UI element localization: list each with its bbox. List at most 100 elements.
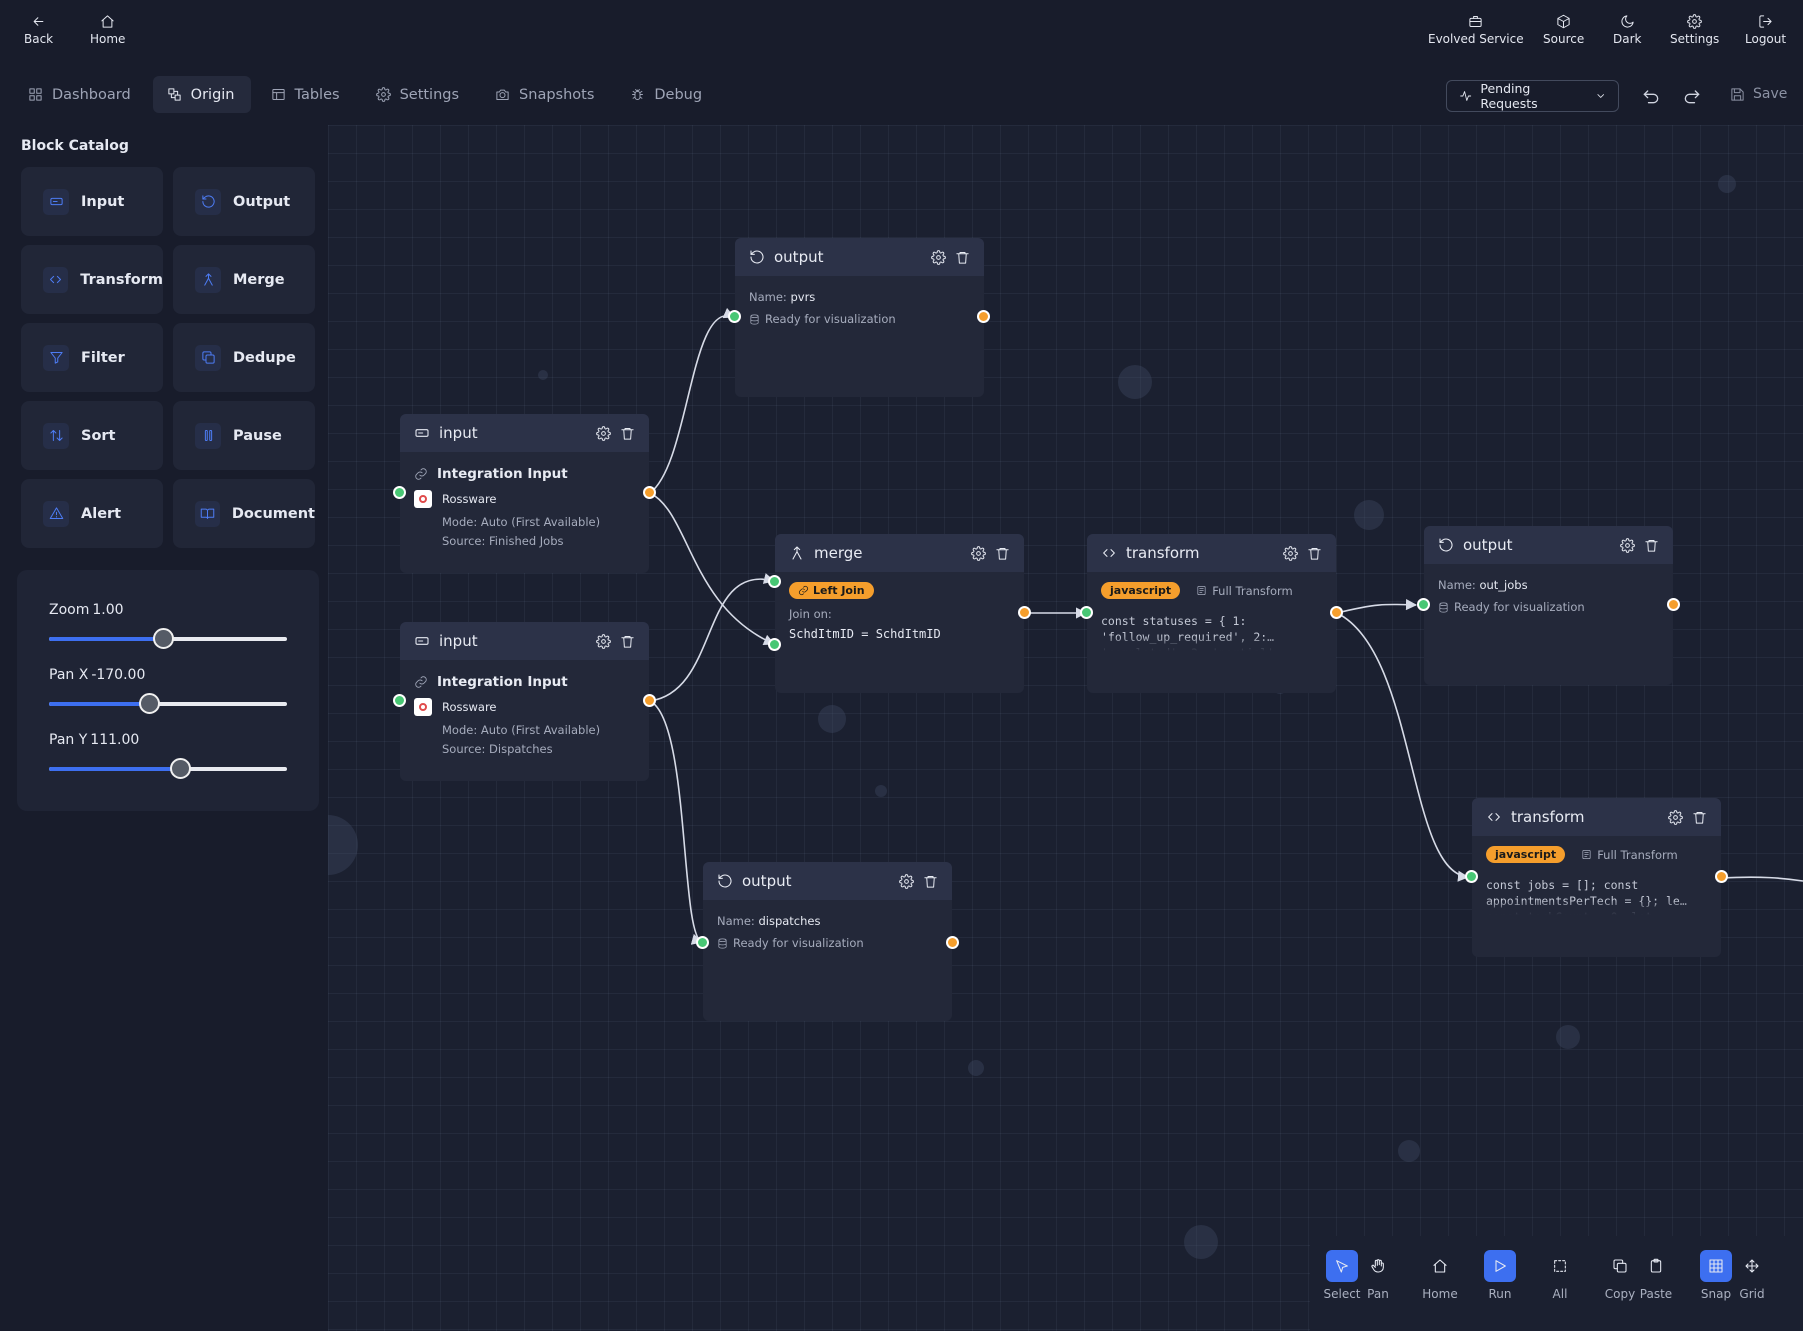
output-node-pvrs[interactable]: output Name: pvrs Ready for visualizatio…: [728, 238, 990, 397]
trash-icon[interactable]: [1644, 538, 1659, 553]
input-port[interactable]: [728, 310, 741, 323]
tab-snapshots[interactable]: Snapshots: [481, 76, 610, 113]
flow-canvas[interactable]: output Name: pvrs Ready for visualizatio…: [328, 125, 1803, 1331]
select-tool-button[interactable]: Select: [1322, 1250, 1362, 1301]
dark-mode-button[interactable]: Dark: [1613, 14, 1641, 46]
settings-button[interactable]: Settings: [1670, 14, 1719, 46]
pending-requests-dropdown[interactable]: Pending Requests: [1446, 80, 1619, 112]
output-port[interactable]: [977, 310, 990, 323]
block-transform[interactable]: Transform: [21, 245, 163, 314]
input-port[interactable]: [393, 694, 406, 707]
edge-input-dispatches-to-output-dispatches[interactable]: [649, 700, 704, 945]
zoom-slider-thumb[interactable]: [153, 628, 175, 649]
block-merge[interactable]: Merge: [173, 245, 315, 314]
pan-x-value: -170.00: [91, 667, 146, 683]
input-port-left[interactable]: [768, 575, 781, 588]
input-node-dispatches[interactable]: input Integration Input Rossware Mode: A…: [393, 622, 656, 781]
arrow-left-icon: [33, 17, 44, 26]
transform-node-2[interactable]: transform javascript Full Transform cons…: [1465, 798, 1728, 957]
output-port[interactable]: [1330, 606, 1343, 619]
edge-transform-2-outgoing[interactable]: [1720, 876, 1803, 882]
link-icon: [798, 585, 809, 596]
output-node-dispatches[interactable]: output Name: dispatches Ready for visual…: [696, 862, 959, 1021]
tab-settings[interactable]: Settings: [362, 76, 475, 113]
tab-debug[interactable]: Debug: [616, 76, 718, 113]
output-port[interactable]: [643, 694, 656, 707]
save-button[interactable]: Save: [1730, 86, 1787, 102]
block-filter[interactable]: Filter: [21, 323, 163, 392]
input-port[interactable]: [696, 936, 709, 949]
gear-icon[interactable]: [931, 250, 946, 265]
undo-icon[interactable]: [1641, 86, 1661, 106]
gear-icon[interactable]: [899, 874, 914, 889]
pan-y-slider[interactable]: [49, 758, 287, 779]
trash-icon[interactable]: [995, 546, 1010, 561]
block-dedupe[interactable]: Dedupe: [173, 323, 315, 392]
trash-icon[interactable]: [955, 250, 970, 265]
trash-icon[interactable]: [1307, 546, 1322, 561]
edge-input-jobs-to-output-pvrs[interactable]: [649, 307, 736, 494]
file-icon: [1581, 849, 1592, 860]
edge-input-jobs-to-merge[interactable]: [649, 492, 776, 646]
paste-button[interactable]: Paste: [1636, 1250, 1676, 1301]
edge-transform-to-transform-2[interactable]: [1336, 612, 1470, 882]
pan-x-slider-thumb[interactable]: [138, 693, 160, 714]
tab-dashboard[interactable]: Dashboard: [14, 76, 147, 113]
input-port[interactable]: [1465, 870, 1478, 883]
trash-icon[interactable]: [1692, 810, 1707, 825]
output-port[interactable]: [1715, 870, 1728, 883]
input-port[interactable]: [393, 486, 406, 499]
output-port[interactable]: [946, 936, 959, 949]
tab-origin[interactable]: Origin: [152, 76, 251, 113]
trash-icon[interactable]: [620, 426, 635, 441]
join-on-label: Join on:: [789, 607, 832, 621]
pan-y-slider-thumb[interactable]: [169, 758, 191, 779]
block-document[interactable]: Document: [173, 479, 315, 548]
merge-node[interactable]: merge Left Join Join on: SchdItmID = Sch…: [768, 534, 1031, 693]
block-output[interactable]: Output: [173, 167, 315, 236]
run-button[interactable]: Run: [1480, 1250, 1520, 1301]
gear-icon[interactable]: [971, 546, 986, 561]
evolved-service-button[interactable]: Evolved Service: [1428, 14, 1524, 46]
source-button[interactable]: Source: [1543, 14, 1584, 46]
select-all-button[interactable]: All: [1540, 1250, 1580, 1301]
trash-icon[interactable]: [620, 634, 635, 649]
output-node-out-jobs[interactable]: output Name: out_jobs Ready for visualiz…: [1417, 526, 1680, 685]
input-mode: Mode: Auto (First Available): [442, 723, 601, 737]
input-node-finished-jobs[interactable]: input Integration Input Rossware Mode: A…: [393, 414, 656, 573]
pan-x-slider[interactable]: [49, 693, 287, 714]
input-port[interactable]: [1417, 598, 1430, 611]
connection-edges: [649, 307, 1803, 945]
output-port[interactable]: [643, 486, 656, 499]
pan-tool-button[interactable]: Pan: [1358, 1250, 1398, 1301]
zoom-slider[interactable]: [49, 628, 287, 649]
block-input[interactable]: Input: [21, 167, 163, 236]
input-port-right[interactable]: [768, 638, 781, 651]
transform-node-1[interactable]: transform javascript Full Transform cons…: [1080, 534, 1343, 693]
gear-icon[interactable]: [1620, 538, 1635, 553]
gear-icon[interactable]: [596, 426, 611, 441]
back-button[interactable]: Back: [24, 14, 53, 46]
logout-button[interactable]: Logout: [1745, 14, 1786, 46]
home-view-button[interactable]: Home: [1420, 1250, 1460, 1301]
copy-button[interactable]: Copy: [1600, 1250, 1640, 1301]
tab-tables[interactable]: Tables: [257, 76, 356, 113]
output-port[interactable]: [1667, 598, 1680, 611]
redo-icon[interactable]: [1682, 86, 1702, 106]
gear-icon[interactable]: [1283, 546, 1298, 561]
trash-icon[interactable]: [923, 874, 938, 889]
home-button[interactable]: Home: [90, 14, 125, 46]
tab-label: Settings: [399, 86, 460, 103]
gear-icon[interactable]: [1668, 810, 1683, 825]
block-pause[interactable]: Pause: [173, 401, 315, 470]
edge-transform-to-output-jobs[interactable]: [1336, 599, 1418, 614]
output-port[interactable]: [1018, 606, 1031, 619]
block-sort[interactable]: Sort: [21, 401, 163, 470]
input-port[interactable]: [1080, 606, 1093, 619]
block-alert[interactable]: Alert: [21, 479, 163, 548]
grid-toggle-button[interactable]: Grid: [1732, 1250, 1772, 1301]
edge-input-dispatches-to-merge[interactable]: [649, 573, 776, 702]
gear-icon[interactable]: [596, 634, 611, 649]
snap-toggle-button[interactable]: Snap: [1696, 1250, 1736, 1301]
